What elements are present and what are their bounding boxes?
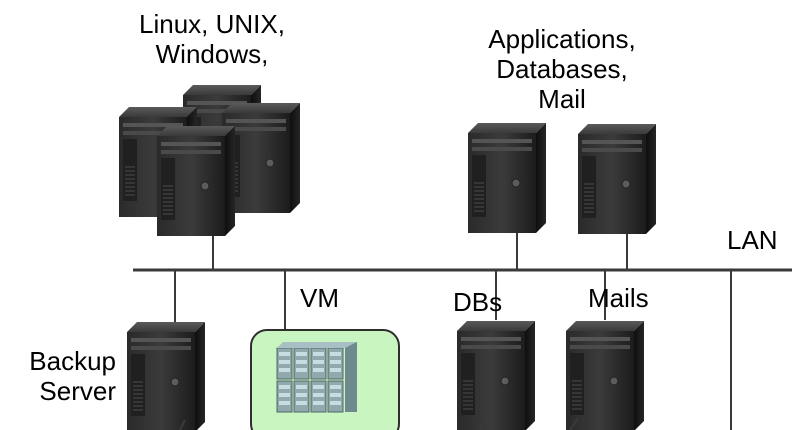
- label-vm: VM: [300, 283, 339, 313]
- label-dbs: DBs: [453, 287, 503, 317]
- label-backup-line2: Server: [39, 376, 116, 406]
- label-lan: LAN: [727, 225, 778, 255]
- label-apps-line3: Mail: [538, 84, 586, 114]
- server-icon: [467, 122, 547, 234]
- label-apps: Applications, Databases, Mail: [462, 24, 662, 114]
- label-os-line1: Linux, UNIX,: [139, 9, 285, 39]
- label-backup: Backup Server: [10, 346, 116, 406]
- vm-storage-array-icon: [250, 329, 400, 430]
- server-icon: [456, 320, 536, 430]
- storage-rack-side: [345, 342, 357, 412]
- label-os-line2: Windows,: [155, 39, 269, 69]
- label-mails: Mails: [588, 283, 649, 313]
- server-icon: [156, 125, 236, 237]
- server-icon: [565, 320, 645, 430]
- server-icon: [577, 123, 657, 235]
- label-backup-line1: Backup: [29, 346, 116, 376]
- backup-server-icon: [126, 321, 206, 430]
- label-apps-line2: Databases,: [496, 54, 628, 84]
- label-apps-line1: Applications,: [488, 24, 636, 54]
- label-os: Linux, UNIX, Windows,: [112, 9, 312, 69]
